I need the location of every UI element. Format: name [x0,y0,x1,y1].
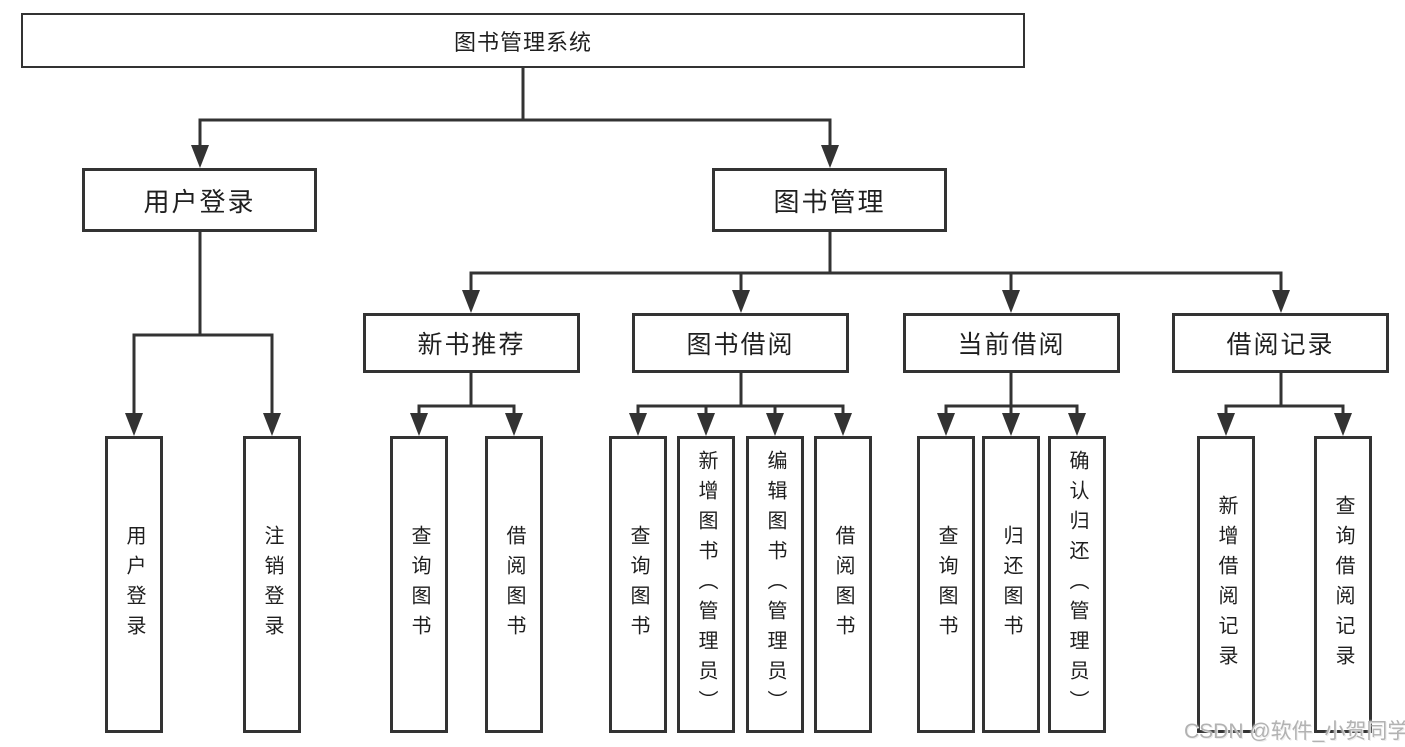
leaf-add-book-admin: 新增图书（管理员） [677,436,735,733]
node-borrow-records: 借阅记录 [1172,313,1389,373]
leaf-query-books-recommend-label: 查询图书 [408,524,430,645]
watermark: CSDN @软件_小贺同学 [1184,720,1405,743]
leaf-user-login: 用户登录 [105,436,163,733]
node-new-book-recommend-label: 新书推荐 [417,331,526,359]
node-book-management: 图书管理 [712,168,947,232]
leaf-edit-book-admin-label: 编辑图书（管理员） [764,449,786,720]
arrow-down-icons [125,145,1352,436]
leaf-confirm-return-admin: 确认归还（管理员） [1048,436,1106,733]
leaf-edit-book-admin: 编辑图书（管理员） [746,436,804,733]
leaf-return-book-label: 归还图书 [1000,524,1022,645]
leaf-query-books-current: 查询图书 [917,436,975,733]
leaf-add-borrow-record-label: 新增借阅记录 [1215,494,1237,675]
node-current-borrow: 当前借阅 [903,313,1120,373]
leaf-return-book: 归还图书 [982,436,1040,733]
leaf-logout-label: 注销登录 [261,524,283,645]
leaf-borrow-books-recommend-label: 借阅图书 [503,524,525,645]
leaf-add-borrow-record: 新增借阅记录 [1197,436,1255,733]
leaf-borrow-books: 借阅图书 [814,436,872,733]
leaf-query-books-borrow-label: 查询图书 [627,524,649,645]
node-borrow-records-label: 借阅记录 [1226,331,1335,359]
node-new-book-recommend: 新书推荐 [363,313,580,373]
leaf-logout: 注销登录 [243,436,301,733]
node-root: 图书管理系统 [21,13,1025,68]
node-current-borrow-label: 当前借阅 [957,331,1066,359]
leaf-add-book-admin-label: 新增图书（管理员） [695,449,717,720]
node-book-borrow: 图书借阅 [632,313,849,373]
node-user-login: 用户登录 [82,168,317,232]
node-root-label: 图书管理系统 [453,29,592,55]
leaf-query-borrow-record: 查询借阅记录 [1314,436,1372,733]
leaf-query-books-current-label: 查询图书 [935,524,957,645]
leaf-query-borrow-record-label: 查询借阅记录 [1332,494,1354,675]
node-user-login-label: 用户登录 [143,186,256,217]
node-book-borrow-label: 图书借阅 [686,331,795,359]
leaf-query-books-recommend: 查询图书 [390,436,448,733]
node-book-management-label: 图书管理 [773,186,886,217]
leaf-confirm-return-admin-label: 确认归还（管理员） [1066,449,1088,720]
connector-paths [132,68,1345,414]
leaf-user-login-label: 用户登录 [123,524,145,645]
leaf-query-books-borrow: 查询图书 [609,436,667,733]
leaf-borrow-books-label: 借阅图书 [832,524,854,645]
leaf-borrow-books-recommend: 借阅图书 [485,436,543,733]
